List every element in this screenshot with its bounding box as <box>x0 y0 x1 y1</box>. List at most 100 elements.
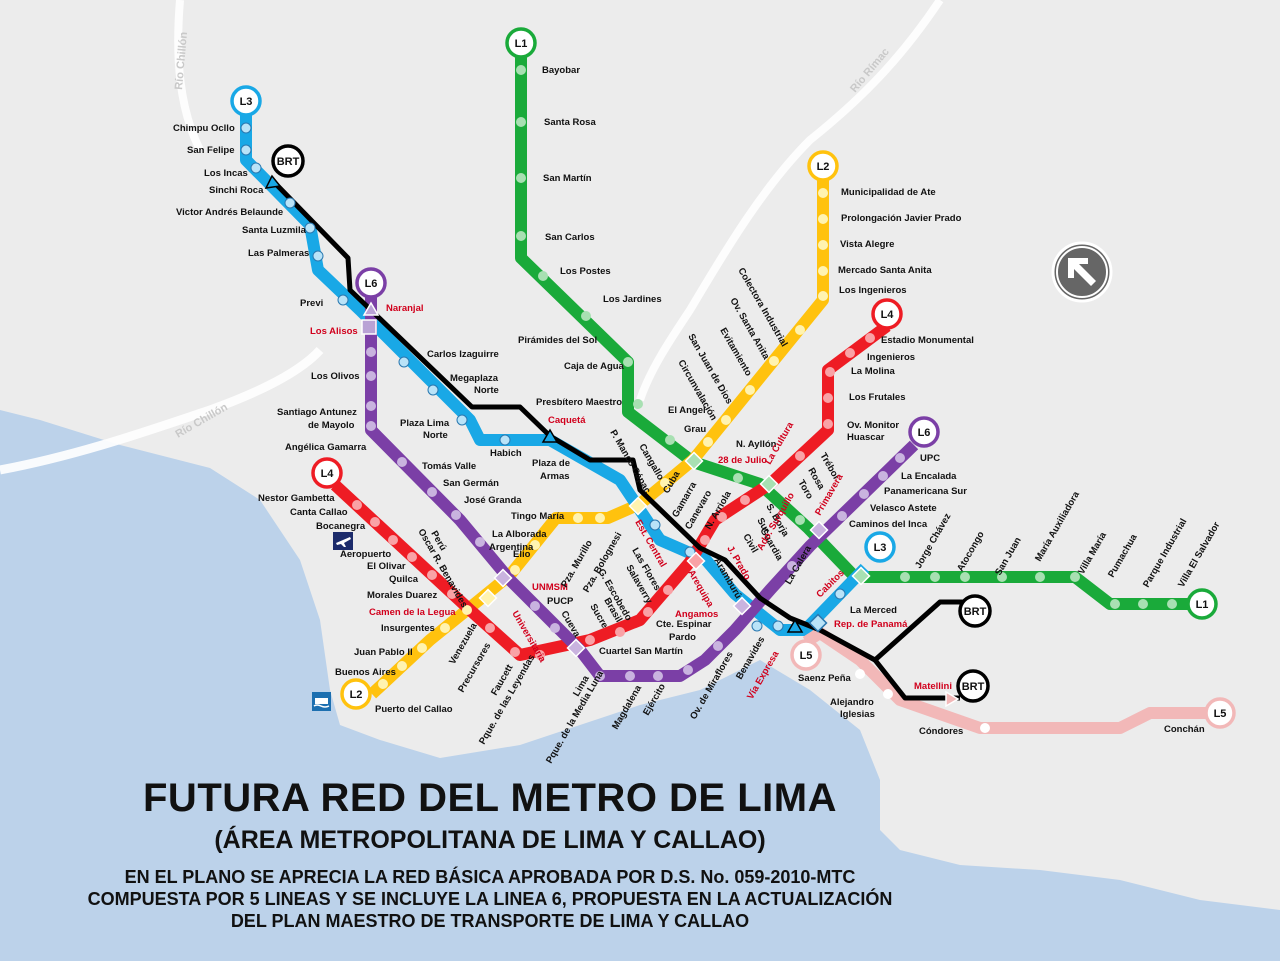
line-badge-l1: L1 <box>1186 588 1218 620</box>
line-badge-l5: L5 <box>1204 697 1236 729</box>
station-label: Matellini <box>914 681 952 692</box>
transfer-diamond <box>808 613 828 633</box>
station-dot <box>717 512 727 522</box>
station-dot <box>407 552 417 562</box>
brt-terminal-marker <box>541 428 559 443</box>
station-dot <box>834 588 846 600</box>
station-label: Los Postes <box>560 266 611 277</box>
station-label: La Alborada <box>492 529 547 540</box>
station-dot <box>740 495 750 505</box>
badge-label: L3 <box>874 542 887 554</box>
port-icon <box>312 692 331 711</box>
line-badge-l2: L2 <box>807 150 839 182</box>
station-label: UPC <box>920 453 940 464</box>
station-dot <box>772 620 784 632</box>
line-l1 <box>515 55 1190 610</box>
station-label: Los Frutales <box>849 392 906 403</box>
line-badge-l1: L1 <box>505 27 537 59</box>
station-label: Elio <box>513 549 531 560</box>
station-dot <box>837 511 847 521</box>
station-label: Presbítero Maestro <box>536 397 622 408</box>
stations-l5 <box>855 669 990 733</box>
station-dot <box>615 627 625 637</box>
station-dot <box>366 421 376 431</box>
transfer-diamond <box>809 520 829 540</box>
description-line: COMPUESTA POR 5 LINEAS Y SE INCLUYE LA L… <box>87 889 893 909</box>
station-label: Saenz Peña <box>798 673 852 684</box>
line-l6 <box>365 295 919 682</box>
station-label: Angélica Gamarra <box>285 442 367 453</box>
station-label: San Felipe <box>187 145 235 156</box>
station-dot <box>378 679 388 689</box>
line-brt <box>270 178 963 663</box>
station-label: Cte. Espinar <box>656 619 712 630</box>
station-label: Los Incas <box>204 168 248 179</box>
station-dot <box>865 333 875 343</box>
badge-circle <box>908 416 940 448</box>
station-label: Las Palmeras <box>248 248 309 259</box>
station-label: Megaplaza <box>450 373 499 384</box>
station-label: Prolongación Javier Prado <box>841 213 962 224</box>
description-line: DEL PLAN MAESTRO DE TRANSPORTE DE LIMA Y… <box>230 911 750 931</box>
station-label: Estadio Monumental <box>881 335 974 346</box>
station-label: Armas <box>540 471 570 482</box>
station-label: Pirámides del Sol <box>518 335 597 346</box>
station-label: Juan Pablo II <box>354 647 413 658</box>
station-label: Santa Rosa <box>544 117 596 128</box>
station-label: Ov. Monitor <box>847 420 899 431</box>
line-badge-l3: L3 <box>864 531 896 563</box>
station-dot <box>1035 572 1045 582</box>
line-badge-l6: L6 <box>908 416 940 448</box>
stations-l4 <box>352 333 875 660</box>
sea <box>0 410 1280 961</box>
station-label: Buenos Aires <box>335 667 396 678</box>
station-label: Cuartel San Martín <box>599 646 683 657</box>
badge-circle <box>864 531 896 563</box>
station-dot <box>1167 599 1177 609</box>
station-dot <box>595 671 605 681</box>
station-label: Plaza de <box>532 458 570 469</box>
station-dot <box>980 723 990 733</box>
station-dot <box>700 535 710 545</box>
station-label: El Angel <box>668 405 706 416</box>
badge-label: L2 <box>817 161 830 173</box>
station-label: Habich <box>490 448 522 459</box>
station-label: Sinchi Roca <box>209 185 264 196</box>
transfer-diamond <box>493 568 513 588</box>
station-dot <box>818 188 828 198</box>
station-label: de Mayolo <box>308 420 355 431</box>
station-dot <box>304 222 316 234</box>
station-label: Alejandro <box>830 697 874 708</box>
station-dot <box>510 565 520 575</box>
station-label: Norte <box>423 430 448 441</box>
map-title: FUTURA RED DEL METRO DE LIMA <box>143 776 837 820</box>
station-label: Morales Duarez <box>367 590 437 601</box>
badge-label: L3 <box>240 96 253 108</box>
station-label: Los Olivos <box>311 371 360 382</box>
station-label: PUCP <box>547 596 574 607</box>
badge-circle <box>505 27 537 59</box>
stations-l2 <box>378 188 828 689</box>
badge-circle <box>790 639 822 671</box>
transfer-stations <box>361 319 871 658</box>
station-dot <box>825 367 835 377</box>
station-dot <box>427 384 439 396</box>
station-dot <box>845 348 855 358</box>
line-l5 <box>802 627 1208 734</box>
station-dot <box>795 451 805 461</box>
station-label: Aeropuerto <box>340 549 391 560</box>
station-dot <box>663 585 673 595</box>
badge-circle <box>355 267 387 299</box>
station-dot <box>535 650 545 660</box>
station-dot <box>997 572 1007 582</box>
station-dot <box>516 173 526 183</box>
station-dot <box>530 540 540 550</box>
station-dot <box>683 665 693 675</box>
station-dot <box>823 419 833 429</box>
station-label: Argentina <box>489 542 534 553</box>
station-dot <box>366 347 376 357</box>
transfer-diamond <box>732 596 752 616</box>
station-label: Carlos Izaguirre <box>427 349 499 360</box>
station-label: 28 de Julio <box>718 455 767 466</box>
station-dot <box>895 453 905 463</box>
